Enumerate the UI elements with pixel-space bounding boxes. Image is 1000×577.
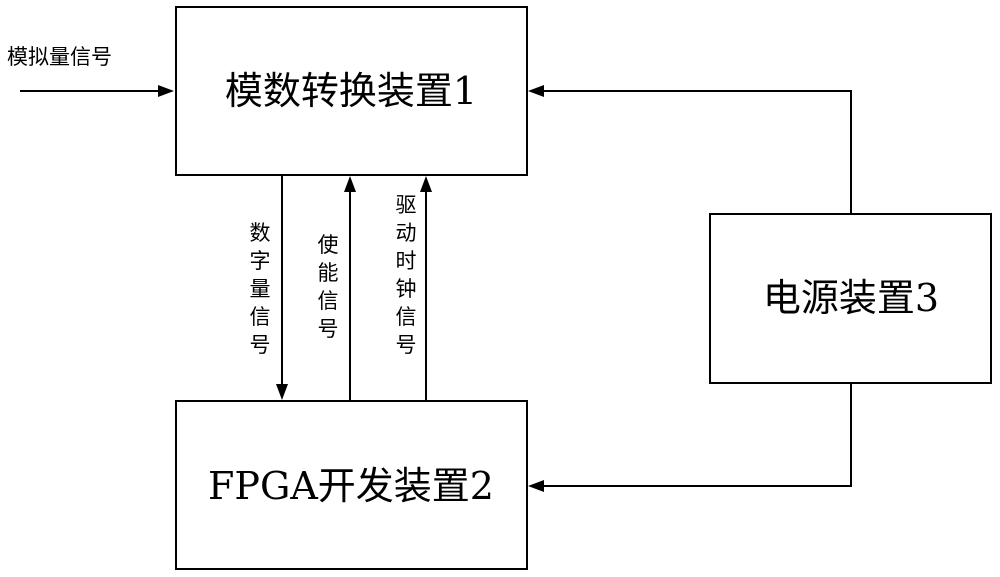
clock-signal-label: 驱 动 时 钟 信 号 xyxy=(396,193,417,357)
enable-signal-char: 能 xyxy=(318,261,339,285)
power-to-adc-arrow xyxy=(528,85,852,214)
clock-signal-arrow xyxy=(420,176,432,401)
clock-signal-char: 信 xyxy=(396,305,417,329)
fpga-box xyxy=(175,400,528,570)
digital-signal-char: 信 xyxy=(250,305,271,329)
enable-signal-label: 使 能 信 号 xyxy=(318,233,339,341)
digital-signal-arrow xyxy=(276,175,288,400)
fpga-label: FPGA开发装置2 xyxy=(208,464,494,508)
clock-signal-char: 驱 xyxy=(396,193,417,217)
clock-signal-char: 钟 xyxy=(396,277,417,301)
digital-signal-char: 字 xyxy=(250,249,271,273)
enable-signal-char: 使 xyxy=(318,233,339,257)
analog-input-arrow xyxy=(20,85,174,97)
adc-box xyxy=(175,6,528,176)
clock-signal-char: 时 xyxy=(396,249,417,273)
clock-signal-char: 动 xyxy=(396,221,417,245)
digital-signal-char: 量 xyxy=(250,277,271,301)
digital-signal-char: 数 xyxy=(250,221,271,245)
clock-signal-char: 号 xyxy=(396,333,417,357)
power-to-fpga-arrow xyxy=(528,383,852,492)
adc-label: 模数转换装置1 xyxy=(225,69,477,113)
digital-signal-label: 数 字 量 信 号 xyxy=(250,221,271,357)
analog-input-label: 模拟量信号 xyxy=(7,45,112,69)
enable-signal-char: 信 xyxy=(318,289,339,313)
digital-signal-char: 号 xyxy=(250,333,271,357)
enable-signal-char: 号 xyxy=(318,317,339,341)
power-label: 电源装置3 xyxy=(763,276,939,320)
enable-signal-arrow xyxy=(344,176,356,401)
